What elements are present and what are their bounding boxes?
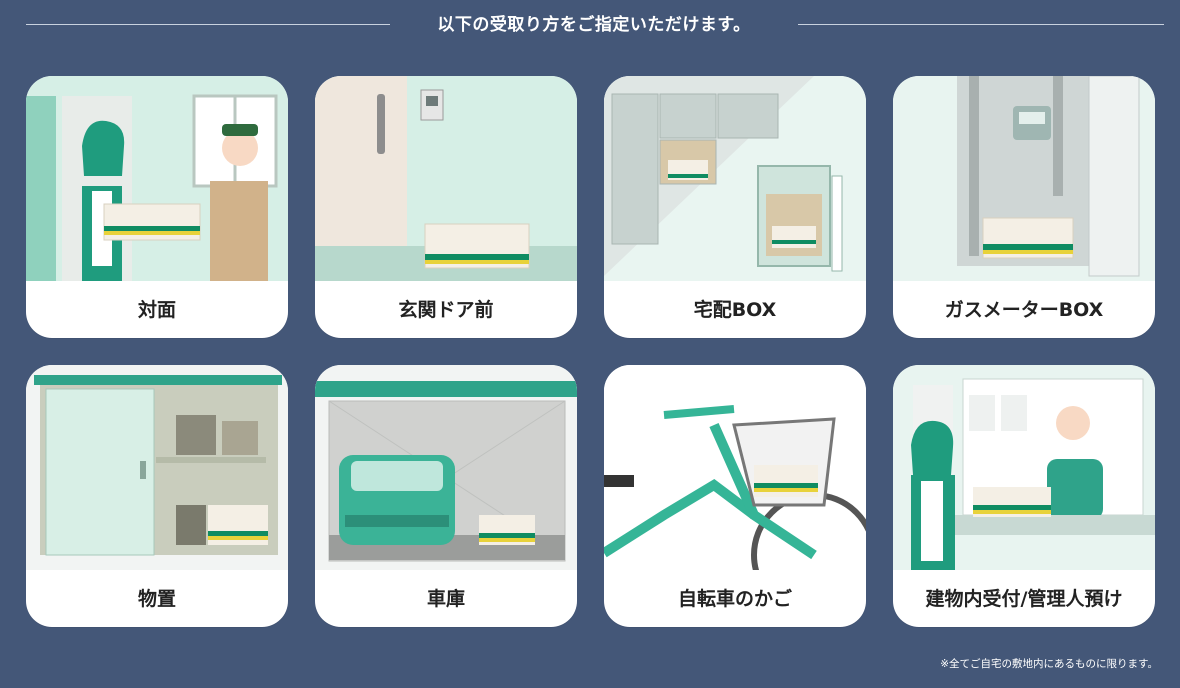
option-label: 車庫	[426, 588, 465, 610]
option-label: 自転車のかご	[677, 588, 792, 610]
garage-illustration	[315, 365, 577, 570]
option-label: 玄関ドア前	[398, 299, 494, 321]
option-label: 対面	[137, 299, 176, 321]
option-card-garage[interactable]: 車庫	[315, 365, 577, 627]
delivery-box-illustration	[604, 76, 866, 281]
header-divider-left	[26, 24, 390, 25]
page-header: 以下の受取り方をご指定いただけます。	[0, 0, 1180, 50]
option-card-front-door[interactable]: 玄関ドア前	[315, 76, 577, 338]
bicycle-basket-illustration	[604, 365, 866, 570]
option-card-gas-meter-box[interactable]: ガスメーターBOX	[893, 76, 1155, 338]
option-card-storage-shed[interactable]: 物置	[26, 365, 288, 627]
header-divider-right	[798, 24, 1164, 25]
gas-meter-box-illustration	[893, 76, 1155, 281]
page-title: 以下の受取り方をご指定いただけます。	[437, 15, 751, 35]
option-card-reception-manager[interactable]: 建物内受付/管理人預け	[893, 365, 1155, 627]
option-card-delivery-box[interactable]: 宅配BOX	[604, 76, 866, 338]
footnote: ※全てご自宅の敷地内にあるものに限ります。	[940, 658, 1158, 670]
option-label: 物置	[137, 588, 176, 610]
option-label: 建物内受付/管理人預け	[925, 588, 1123, 610]
option-label: 宅配BOX	[693, 299, 777, 321]
storage-shed-illustration	[26, 365, 288, 570]
face-to-face-illustration	[26, 76, 288, 281]
reception-manager-illustration	[893, 365, 1155, 570]
front-door-illustration	[315, 76, 577, 281]
option-card-face-to-face[interactable]: 対面	[26, 76, 288, 338]
option-card-bicycle-basket[interactable]: 自転車のかご	[604, 365, 866, 627]
option-label: ガスメーターBOX	[944, 299, 1104, 321]
